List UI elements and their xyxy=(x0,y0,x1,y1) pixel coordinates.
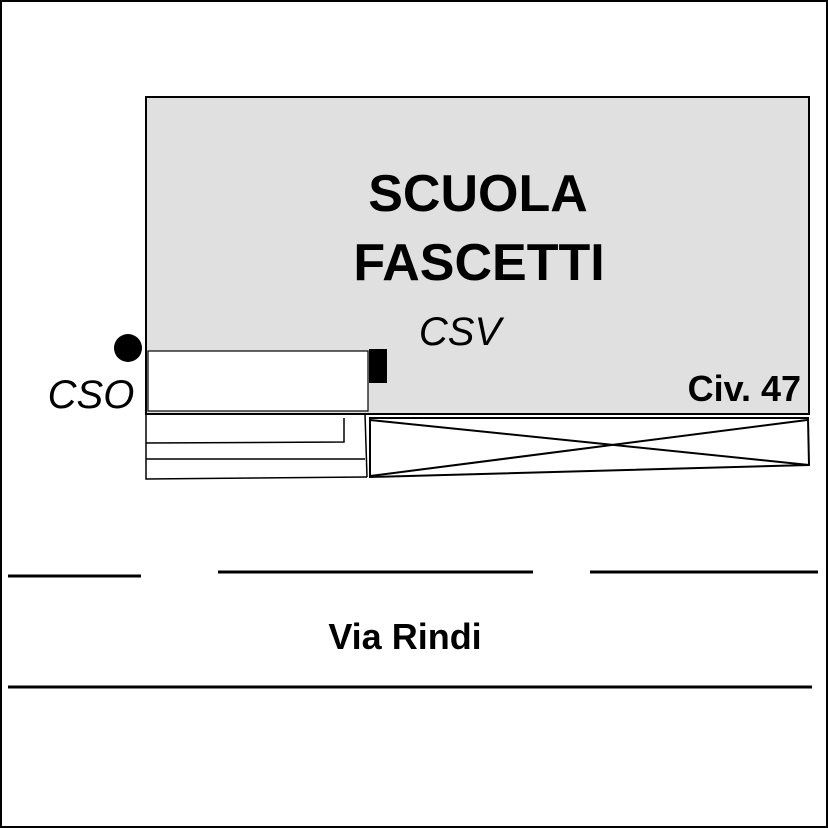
building-name-line2: FASCETTI xyxy=(353,234,604,292)
csv-marker xyxy=(369,349,387,383)
entrance-steps xyxy=(145,413,368,480)
cso-marker xyxy=(114,334,142,362)
annex-block xyxy=(147,350,369,412)
civic-number: Civ. 47 xyxy=(688,368,801,409)
street-name: Via Rindi xyxy=(328,616,481,657)
cso-label: CSO xyxy=(48,373,135,417)
crossed-area xyxy=(369,417,811,479)
street-edge-north xyxy=(8,570,818,578)
csv-label: CSV xyxy=(419,310,505,354)
building-name-line1: SCUOLA xyxy=(368,165,588,223)
